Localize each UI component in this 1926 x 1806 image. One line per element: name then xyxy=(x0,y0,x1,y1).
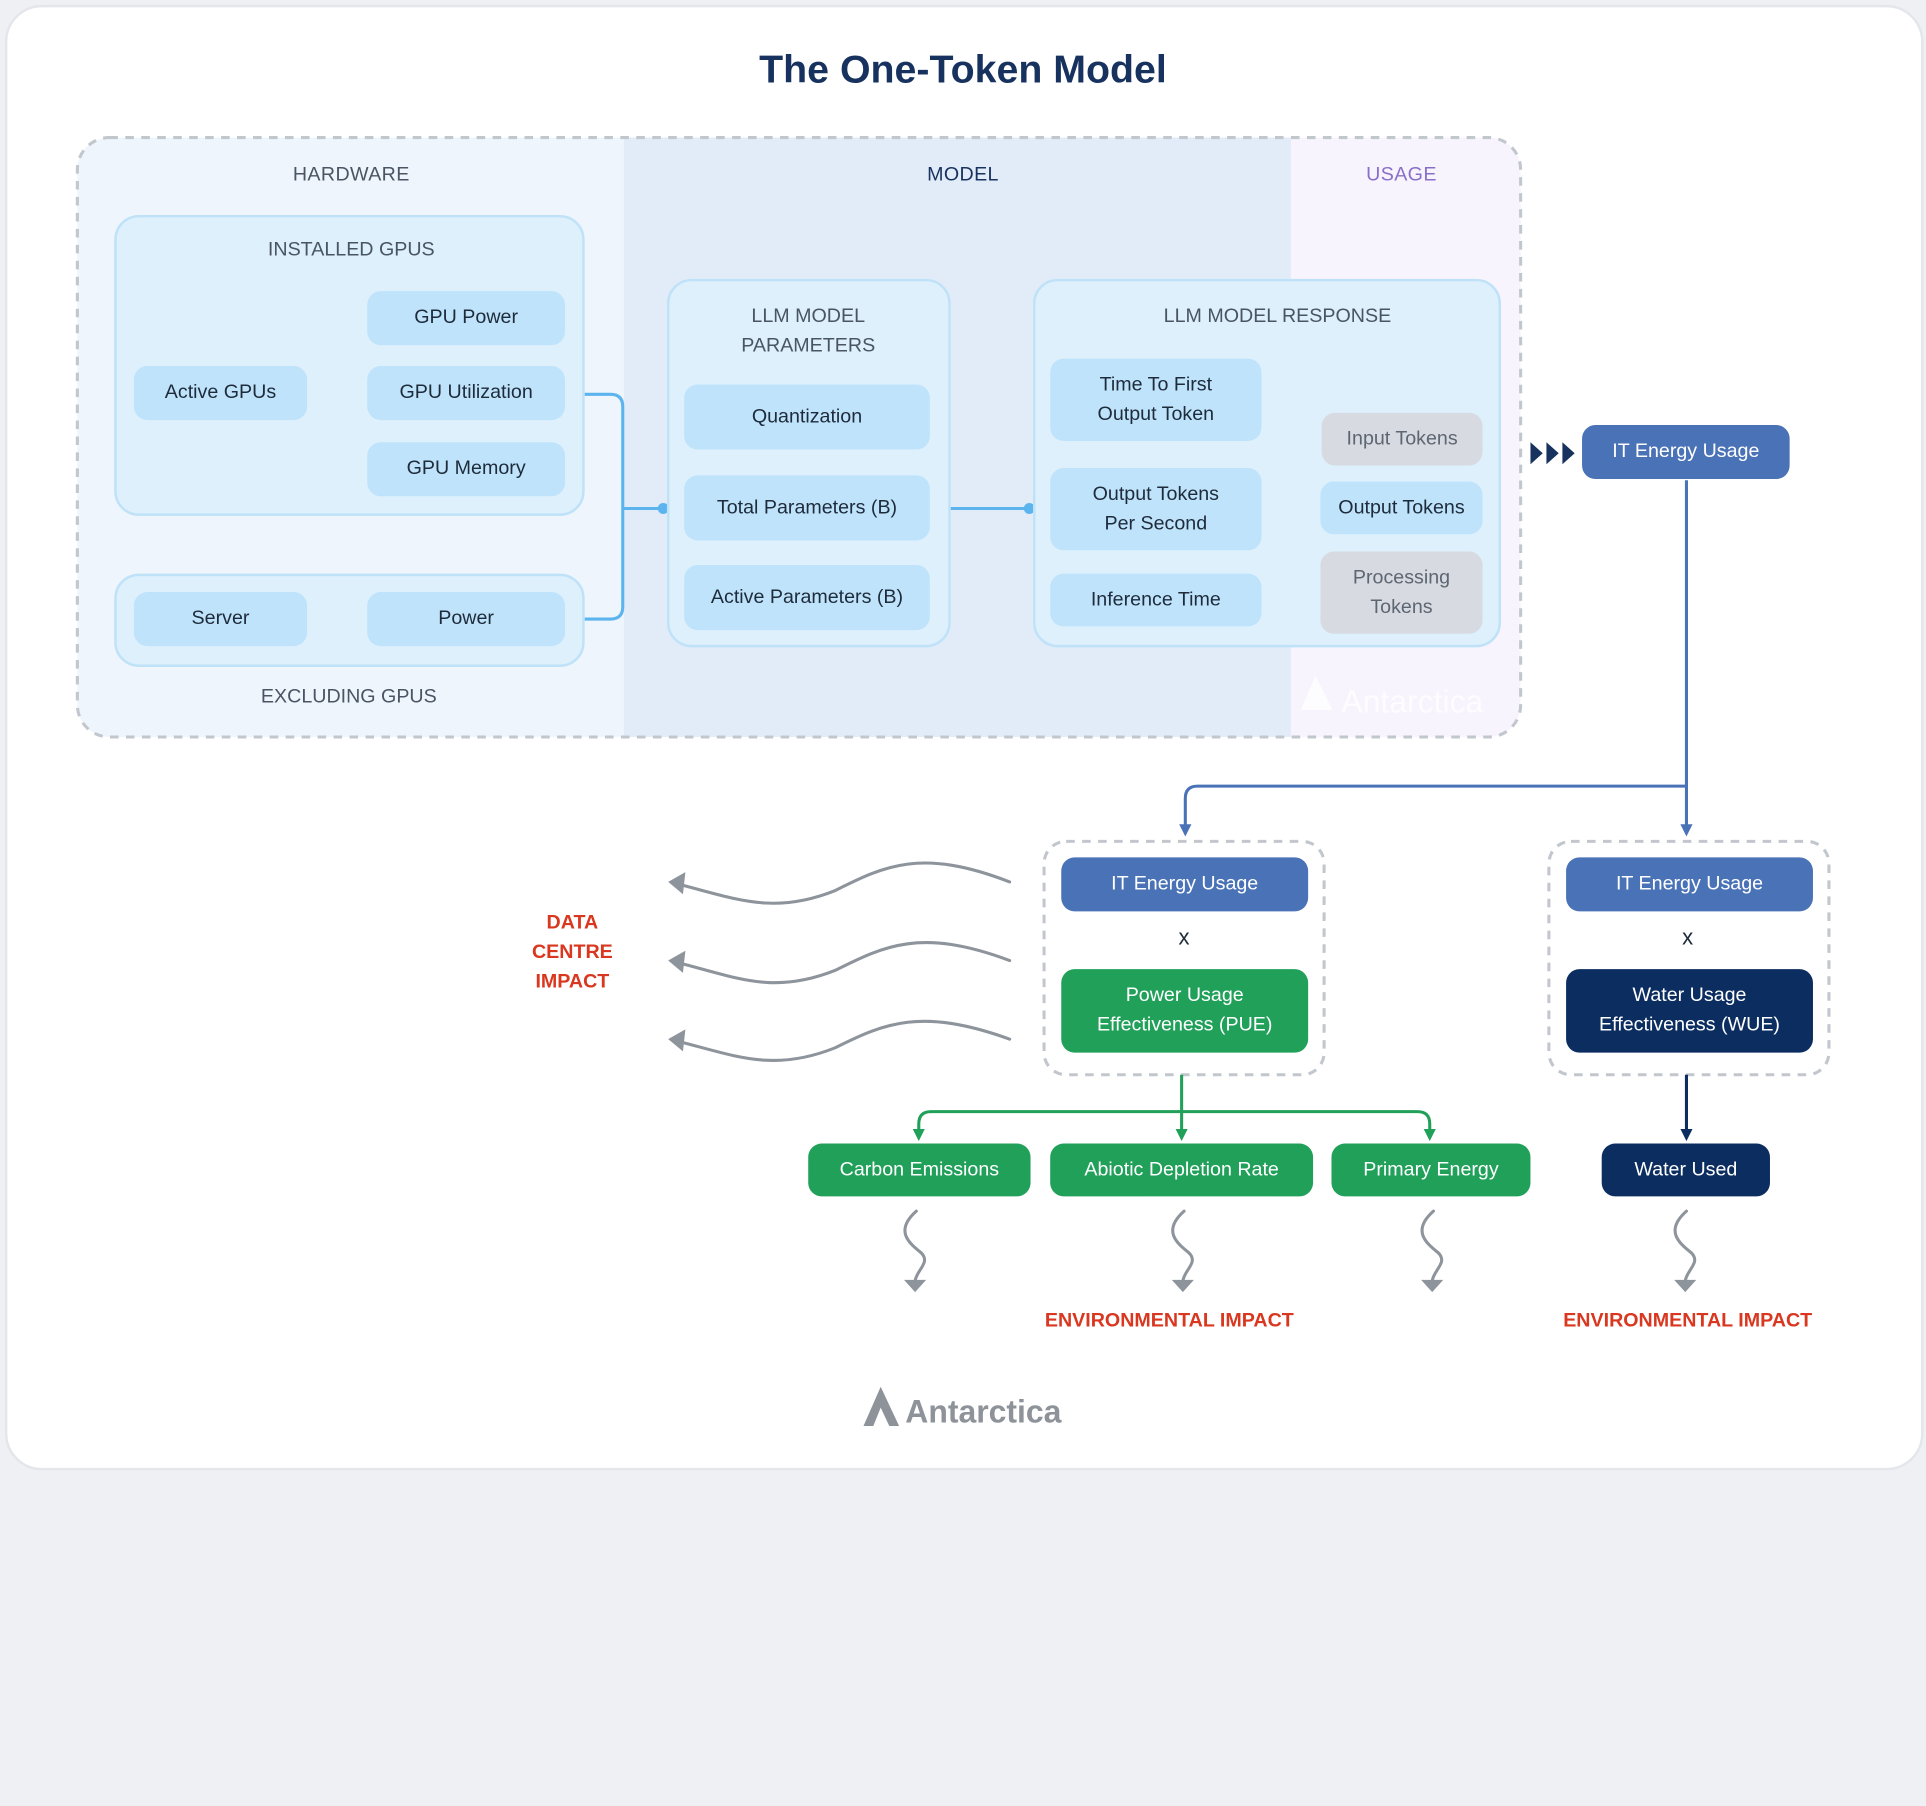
times-sign-pue: x xyxy=(1178,924,1190,950)
antarctica-watermark-icon xyxy=(1300,675,1333,710)
times-sign-wue: x xyxy=(1682,924,1694,950)
llm-parameters-label-line2: PARAMETERS xyxy=(741,335,876,357)
it-energy-usage-wue-node: IT Energy Usage xyxy=(1566,857,1813,912)
environmental-impact-label-wue: ENVIRONMENTAL IMPACT xyxy=(1563,1310,1813,1332)
environmental-impact-label-pue: ENVIRONMENTAL IMPACT xyxy=(1044,1310,1294,1332)
inference-time-node: Inference Time xyxy=(1050,573,1262,627)
power-node: Power xyxy=(367,592,566,647)
model-heading: MODEL xyxy=(927,164,999,186)
pue-dashed-frame xyxy=(1042,839,1326,1077)
antarctica-logo-icon xyxy=(863,1386,900,1427)
environmental-squiggle-arrowheads xyxy=(904,1279,1697,1293)
pue-line1: Power Usage xyxy=(1125,985,1244,1006)
gpu-memory-node: GPU Memory xyxy=(367,442,566,497)
environmental-squiggle-arrows xyxy=(903,1209,1697,1283)
processing-line1: Processing xyxy=(1352,566,1451,588)
llm-parameters-label: LLM MODEL PARAMETERS xyxy=(685,302,931,361)
page-title: The One-Token Model xyxy=(759,46,1167,91)
llm-parameters-label-line1: LLM MODEL xyxy=(751,305,866,327)
processing-line2: Tokens xyxy=(1370,596,1433,618)
output-tokens-node: Output Tokens xyxy=(1320,481,1483,535)
data-centre-line2: CENTRE xyxy=(531,942,613,963)
quantization-node: Quantization xyxy=(684,384,930,450)
data-centre-line1: DATA xyxy=(546,912,599,934)
water-used-node: Water Used xyxy=(1601,1143,1770,1197)
input-tokens-node: Input Tokens xyxy=(1321,412,1483,466)
it-energy-usage-node: IT Energy Usage xyxy=(1582,424,1790,480)
top-dashed-frame xyxy=(75,136,1523,739)
hardware-heading: HARDWARE xyxy=(292,164,410,186)
ttft-line1: Time To First xyxy=(1099,374,1213,395)
it-energy-usage-pue-node: IT Energy Usage xyxy=(1061,857,1309,912)
llm-response-label: LLM MODEL RESPONSE xyxy=(1163,305,1392,327)
server-node: Server xyxy=(133,592,308,647)
usage-heading: USAGE xyxy=(1366,164,1437,186)
gpu-utilization-node: GPU Utilization xyxy=(367,366,566,421)
active-parameters-node: Active Parameters (B) xyxy=(684,565,930,631)
pue-fanout-connector xyxy=(912,1074,1436,1142)
wue-line2: Effectiveness (WUE) xyxy=(1599,1014,1780,1036)
ttft-line2: Output Token xyxy=(1097,403,1215,425)
otps-line1: Output Tokens xyxy=(1092,483,1220,505)
data-centre-wave-arrows xyxy=(677,861,1012,1063)
antarctica-logo-text: Antarctica xyxy=(905,1392,1062,1430)
pue-line2: Effectiveness (PUE) xyxy=(1096,1014,1273,1036)
it-energy-split-connector xyxy=(1179,480,1693,837)
total-parameters-node: Total Parameters (B) xyxy=(684,475,930,541)
excluding-gpus-label: EXCLUDING GPUS xyxy=(260,686,437,708)
active-gpus-node: Active GPUs xyxy=(133,366,308,421)
abiotic-depletion-rate-node: Abiotic Depletion Rate xyxy=(1050,1143,1314,1197)
installed-gpus-label: INSTALLED GPUS xyxy=(267,239,435,261)
data-centre-line3: IMPACT xyxy=(535,971,610,993)
wue-dashed-frame xyxy=(1547,839,1831,1077)
gpu-power-node: GPU Power xyxy=(367,291,566,346)
data-centre-impact-label: DATA CENTRE IMPACT xyxy=(499,909,646,997)
otps-line2: Per Second xyxy=(1104,512,1208,534)
primary-energy-node: Primary Energy xyxy=(1331,1143,1531,1197)
data-centre-wave-arrowheads xyxy=(668,872,686,1052)
triple-arrow-icon xyxy=(1530,442,1575,465)
antarctica-watermark: Antarctica xyxy=(1341,682,1484,720)
wue-line1: Water Usage xyxy=(1632,985,1747,1006)
carbon-emissions-node: Carbon Emissions xyxy=(808,1143,1031,1197)
